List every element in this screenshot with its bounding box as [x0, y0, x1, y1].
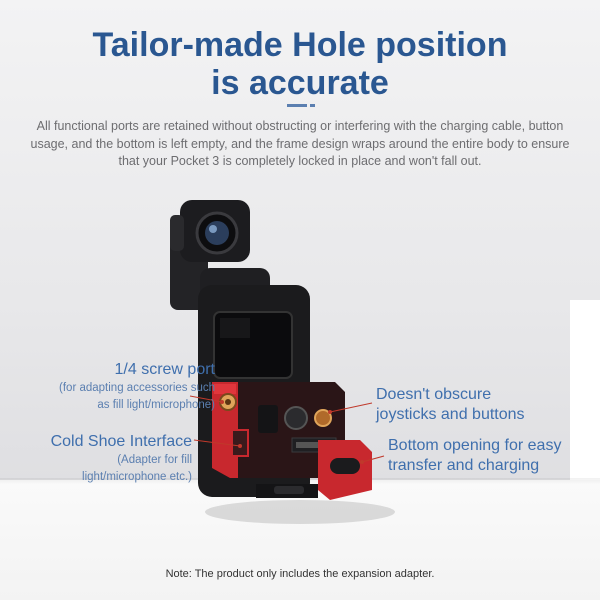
callout-screw-port-label: 1/4 screw port [114, 361, 215, 378]
description-text: All functional ports are retained withou… [30, 119, 570, 168]
joysticks-leader-line [329, 402, 373, 413]
callout-bottom-opening: Bottom opening for easy transfer and cha… [388, 436, 588, 476]
bottom-leader-dot [360, 460, 364, 464]
callout-cold-shoe-sub-1: (Adapter for fill [117, 454, 192, 466]
screen-glare [220, 318, 250, 338]
joysticks-leader-dot [328, 410, 332, 414]
callout-bottom-line-2: transfer and charging [388, 457, 540, 474]
function-button [258, 405, 278, 433]
background-side-panel [570, 300, 600, 500]
page-title-line-1: Tailor-made Hole position [92, 26, 508, 64]
cold-shoe-slot [231, 429, 249, 457]
callout-bottom-line-1: Bottom opening for easy [388, 437, 562, 454]
background-floor [0, 480, 600, 600]
lens-reflection [209, 225, 217, 233]
device-shadow [205, 500, 395, 524]
cold-shoe-leader-dot [238, 444, 242, 448]
callout-screw-port: 1/4 screw port (for adapting accessories… [40, 360, 215, 414]
record-button [314, 409, 332, 427]
title-divider-short [310, 104, 315, 107]
device-screen [213, 311, 293, 379]
bottom-leader-line [361, 455, 385, 463]
title-divider-long [287, 104, 307, 107]
callout-cold-shoe-label: Cold Shoe Interface [50, 433, 192, 450]
callout-screw-port-sub-1: (for adapting accessories such [59, 382, 215, 394]
page-title-line-2: is accurate [211, 64, 389, 102]
screw-port-leader-line [189, 395, 223, 403]
cold-shoe-leader-line [193, 439, 241, 447]
callout-joysticks: Doesn't obscure joysticks and buttons [376, 385, 576, 425]
joystick [284, 406, 308, 430]
screw-port-hole [225, 399, 231, 405]
camera-lens [205, 221, 229, 245]
callout-joysticks-line-2: joysticks and buttons [376, 406, 525, 423]
usb-port [274, 486, 304, 494]
callout-screw-port-sub-2: as fill light/microphone) [97, 399, 215, 411]
callout-cold-shoe: Cold Shoe Interface (Adapter for fill li… [40, 432, 192, 486]
product-note: Note: The product only includes the expa… [165, 568, 435, 580]
gimbal-side-motor [170, 215, 184, 251]
bottom-opening [330, 458, 360, 474]
callout-cold-shoe-sub-2: light/microphone etc.) [82, 471, 192, 483]
frame-top-highlight [214, 384, 236, 394]
brand-plate-text [296, 442, 332, 448]
callout-joysticks-line-1: Doesn't obscure [376, 386, 492, 403]
screw-port-leader-dot [220, 400, 224, 404]
